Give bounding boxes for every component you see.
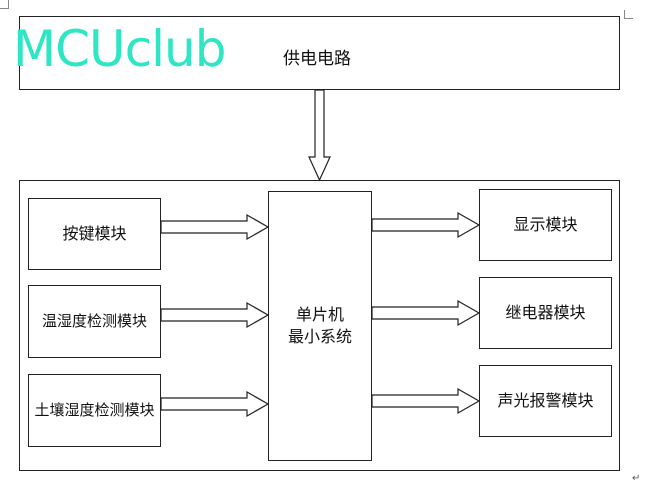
- alarm-module-box: 声光报警模块: [479, 365, 612, 437]
- relay-module-label: 继电器模块: [505, 303, 586, 323]
- mcuclub-logo: MCUclub: [13, 20, 226, 78]
- temp-humidity-module-box: 温湿度检测模块: [28, 285, 161, 358]
- display-module-label: 显示模块: [513, 215, 578, 235]
- arrow-mcu-to-display: [371, 211, 481, 239]
- soil-moisture-module-label: 土壤湿度检测模块: [34, 401, 155, 420]
- temp-humidity-module-label: 温湿度检测模块: [41, 312, 147, 331]
- display-module-box: 显示模块: [479, 189, 612, 261]
- arrow-mcu-to-relay: [371, 299, 481, 327]
- key-module-label: 按键模块: [62, 224, 127, 244]
- page-corner-mark-left: [0, 0, 9, 9]
- page-corner-mark-right: [624, 10, 633, 19]
- arrow-temp-to-mcu: [160, 301, 270, 329]
- arrow-key-to-mcu: [160, 213, 270, 241]
- arrow-soil-to-mcu: [160, 390, 270, 418]
- key-module-box: 按键模块: [28, 198, 161, 270]
- alarm-module-label: 声光报警模块: [497, 391, 594, 411]
- soil-moisture-module-box: 土壤湿度检测模块: [28, 374, 161, 447]
- arrow-power-down: [308, 89, 331, 182]
- paragraph-mark: ↵: [632, 473, 641, 484]
- mcu-label-line2: 最小系统: [287, 327, 352, 346]
- mcu-label-line1: 单片机: [295, 305, 344, 325]
- power-supply-label: 供电电路: [283, 49, 351, 69]
- mcu-system-box: 单片机 最小系统: [268, 191, 372, 461]
- arrow-mcu-to-alarm: [371, 387, 481, 415]
